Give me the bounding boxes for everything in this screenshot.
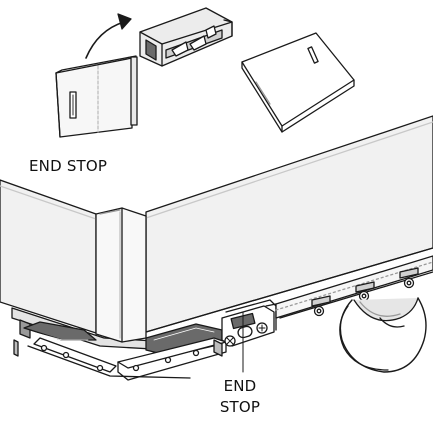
corner-post: [95, 207, 147, 343]
glider-hooks: [311, 267, 419, 317]
callout-line-2: STOP: [219, 398, 261, 416]
flap-panel: [55, 57, 133, 138]
cover-slot: [307, 46, 319, 64]
callout-line-1: END: [223, 377, 257, 395]
end-stop-on-track: [221, 299, 277, 347]
end-stop-cover-part: [241, 32, 355, 133]
curtain-roll: [339, 297, 427, 373]
arrow-head-icon: [117, 13, 132, 30]
end-stop-callout-top: END STOP: [29, 157, 108, 175]
bottom-left-strip: [33, 337, 117, 373]
end-stop-folding-part: [55, 7, 233, 138]
track-assembly: [0, 115, 433, 381]
rotation-arrow-icon: [85, 21, 125, 59]
end-stop-callout-bottom: END STOP: [214, 376, 266, 418]
